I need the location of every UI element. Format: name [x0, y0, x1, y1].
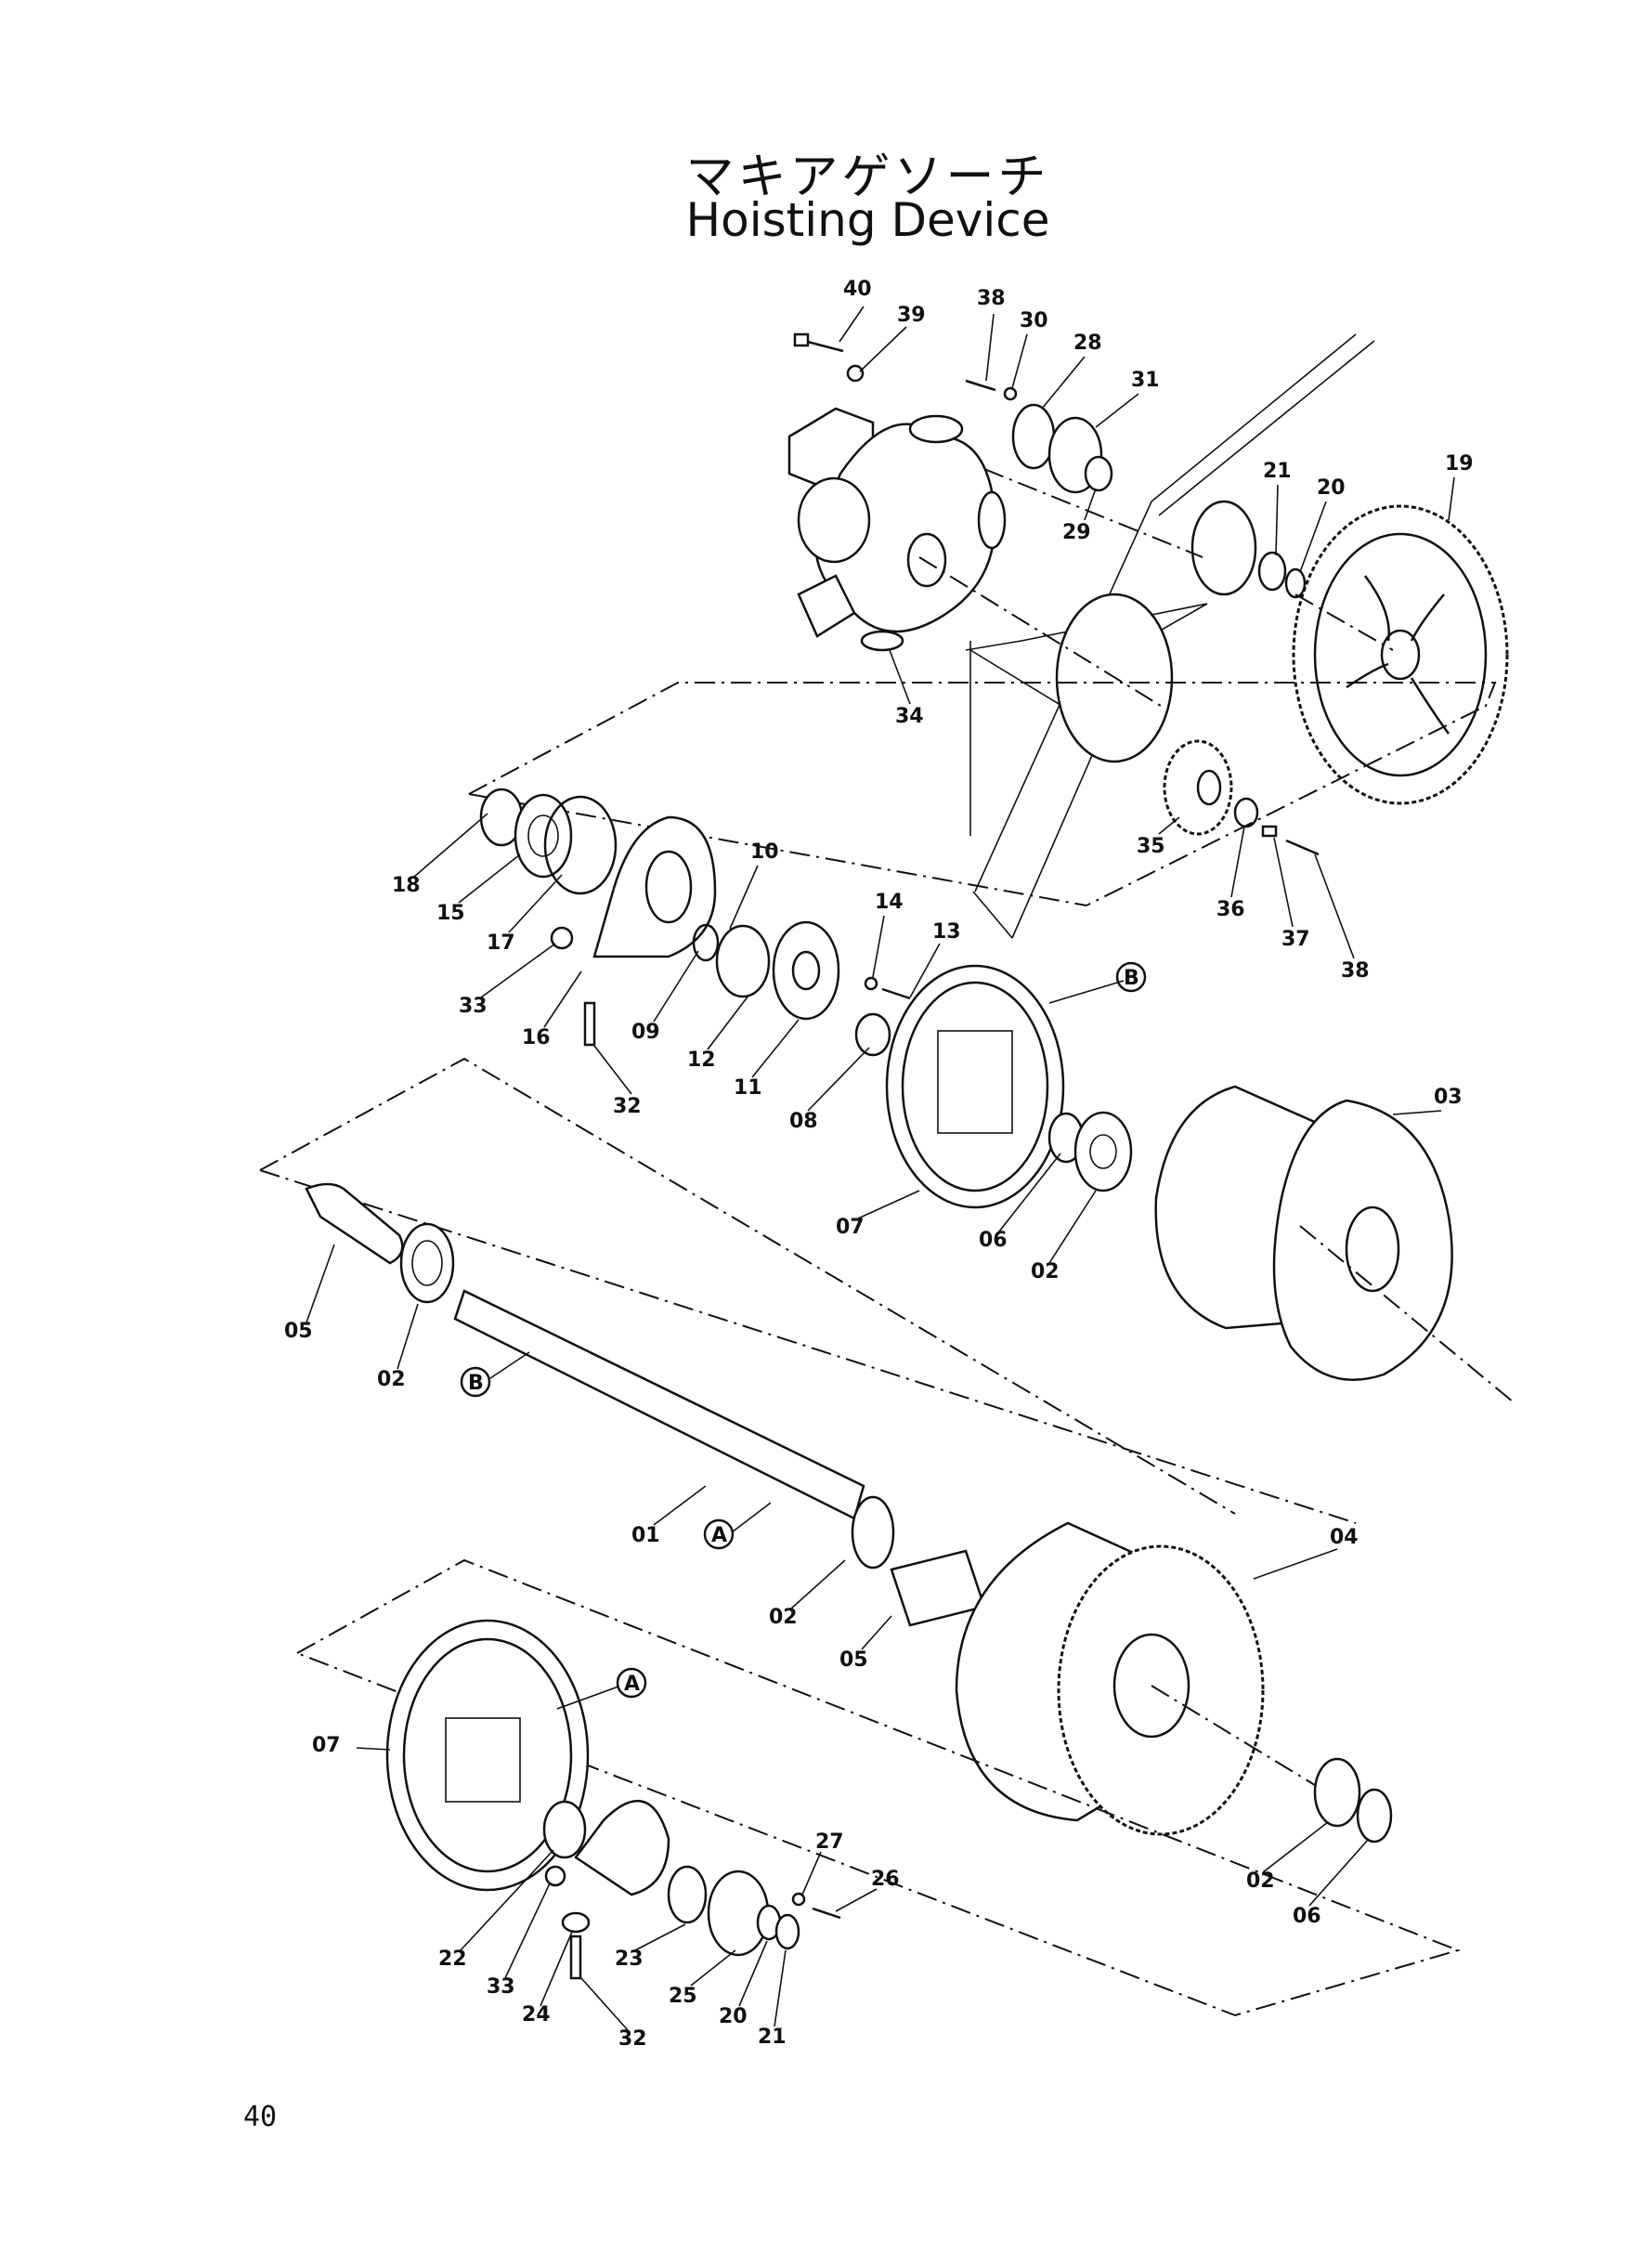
label-07: 07	[836, 1216, 865, 1239]
label-32-b: 32	[618, 2027, 647, 2051]
washer-39	[846, 364, 865, 383]
label-04: 04	[1330, 1526, 1359, 1549]
label-30: 30	[1020, 309, 1048, 332]
label-b-2: B	[468, 1372, 484, 1395]
bearing-21-upper	[1257, 551, 1287, 592]
label-05-b: 05	[839, 1648, 868, 1672]
label-24: 24	[522, 2003, 551, 2026]
label-25: 25	[669, 1985, 697, 2008]
pinion-35	[1163, 739, 1233, 836]
seal-29	[1084, 455, 1113, 492]
drum-03	[1154, 1085, 1453, 1381]
label-38: 38	[977, 287, 1006, 310]
label-02-b: 02	[377, 1368, 406, 1391]
label-07-b: 07	[312, 1734, 341, 1757]
label-33-b: 33	[487, 1975, 515, 1999]
label-05: 05	[284, 1320, 313, 1343]
label-20: 20	[1317, 476, 1346, 500]
label-33: 33	[459, 995, 488, 1018]
label-39: 39	[897, 304, 926, 327]
label-09: 09	[631, 1021, 660, 1044]
label-23: 23	[615, 1948, 644, 1971]
label-28: 28	[1073, 332, 1102, 355]
spur-gear-19	[1292, 504, 1509, 805]
label-01: 01	[631, 1524, 660, 1547]
title-japanese: マキアゲソーチ	[685, 150, 1050, 205]
label-38-lower: 38	[1341, 959, 1370, 983]
label-20-b: 20	[719, 2005, 748, 2028]
label-32: 32	[613, 1095, 642, 1118]
label-21-b: 21	[758, 2026, 787, 2049]
title-english: Hoisting Device	[685, 193, 1050, 247]
label-13: 13	[932, 920, 961, 944]
hydraulic-motor	[787, 407, 1007, 652]
label-16: 16	[522, 1026, 551, 1049]
label-37: 37	[1281, 928, 1310, 951]
label-27: 27	[815, 1831, 844, 1854]
label-22: 22	[438, 1948, 467, 1971]
label-21: 21	[1263, 460, 1292, 483]
washer-30	[1003, 386, 1018, 401]
callout-circle-b-2	[460, 1366, 491, 1398]
ring-plate	[1190, 500, 1257, 596]
bolt-40	[793, 332, 844, 353]
bolt-38-lower	[1285, 839, 1320, 856]
bolt-38-upper	[965, 379, 996, 392]
label-08: 08	[789, 1110, 818, 1133]
label-14: 14	[875, 891, 904, 914]
label-34: 34	[895, 705, 924, 728]
washer-36	[1233, 797, 1259, 828]
label-36: 36	[1216, 898, 1245, 921]
label-40: 40	[843, 278, 872, 301]
label-31: 31	[1131, 369, 1160, 392]
label-29: 29	[1062, 521, 1091, 544]
nut-20-upper	[1284, 567, 1307, 599]
label-03: 03	[1434, 1086, 1463, 1109]
label-a-2: A	[624, 1673, 640, 1696]
callout-circle-a	[703, 1518, 735, 1550]
label-06-b: 06	[1293, 1905, 1321, 1928]
label-26: 26	[871, 1868, 900, 1891]
label-06: 06	[979, 1229, 1008, 1252]
shaft-01	[305, 1182, 986, 1627]
lock-plate-37	[1261, 825, 1278, 838]
label-a: A	[711, 1524, 727, 1547]
label-12: 12	[687, 1049, 716, 1072]
label-11: 11	[734, 1076, 762, 1100]
label-02: 02	[1031, 1260, 1060, 1283]
page-number: 40	[243, 2101, 278, 2133]
label-19: 19	[1445, 452, 1474, 476]
part-labels: 40 39 38 30 28 31 29 21 20 19 34 35 36 3…	[284, 278, 1474, 2051]
label-10: 10	[750, 840, 779, 864]
callout-circle-b	[1115, 961, 1147, 993]
label-35: 35	[1137, 835, 1165, 858]
brake-07-lower	[385, 1619, 1393, 1980]
label-18: 18	[392, 874, 421, 897]
seal-28	[1011, 403, 1056, 470]
drum-04	[955, 1521, 1265, 1836]
label-17: 17	[487, 932, 515, 955]
label-b: B	[1124, 967, 1139, 990]
label-02-d: 02	[1246, 1870, 1275, 1893]
label-15: 15	[436, 902, 465, 925]
leader-lines	[306, 306, 1455, 2031]
label-02-c: 02	[769, 1606, 798, 1629]
middle-assembly	[479, 788, 1133, 1209]
callout-circle-a-2	[616, 1667, 647, 1699]
